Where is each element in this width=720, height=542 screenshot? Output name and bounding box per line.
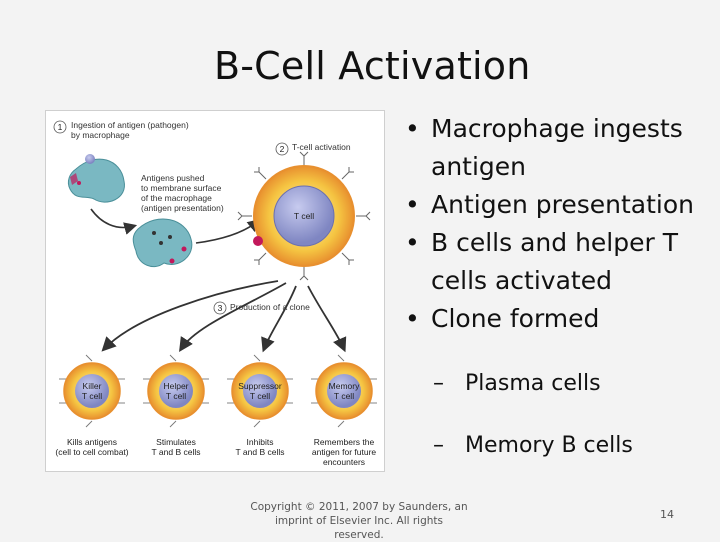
bullet-list: • Macrophage ingests antigen • Antigen pre… [405, 110, 715, 488]
macrophage-ingesting [67, 154, 125, 203]
sub-bullet-text: Plasma cells [465, 371, 601, 396]
step-1-marker [53, 120, 67, 134]
macrophage-presenting [132, 218, 193, 267]
antigens-label-line-1: Antigens pushed [141, 173, 205, 183]
arrow-to-presentation [90, 208, 138, 235]
step-3-number: 3 [218, 303, 223, 313]
sub-bullet-item: –Plasma cells [433, 364, 715, 404]
copyright-line-1: Copyright © 2011, 2007 by Saunders, an [250, 501, 468, 513]
bullet-item: • Clone formed [405, 300, 715, 338]
step-3-label: Production of a clone [230, 302, 310, 312]
bullet-item: • B cells and helper T cells activated [405, 224, 715, 300]
suppressor-desc-2: T and B cells [236, 447, 285, 457]
sub-bullet-dash: – [433, 433, 444, 458]
step-1-label-line-2: by macrophage [71, 130, 130, 140]
bullet-text: B cells and helper T cells activated [431, 228, 678, 295]
helper-name-1: Helper [163, 381, 188, 391]
bullet-item: • Macrophage ingests antigen [405, 110, 715, 186]
suppressor-desc-1: Inhibits [247, 437, 274, 447]
step-2-label: T-cell activation [292, 142, 351, 152]
helper-desc-1: Stimulates [156, 437, 196, 447]
sub-bullet-dash: – [433, 371, 444, 396]
page-number: 14 [660, 508, 674, 521]
memory-desc-3: encounters [323, 457, 365, 467]
suppressor-t-cell: Suppressor T cell Inhibits T and B cells [227, 354, 293, 457]
killer-desc-2: (cell to cell combat) [55, 447, 128, 457]
killer-name-1: Killer [83, 381, 102, 391]
arrow-to-t-cell [195, 218, 261, 244]
step-3-marker [213, 301, 227, 315]
antigens-label-line-2: to membrane surface [141, 183, 222, 193]
sub-bullet-item: –Memory B cells [433, 426, 715, 466]
bullet-dot: • [405, 114, 420, 143]
memory-name-1: Memory [329, 381, 360, 391]
clone-arrows [101, 280, 347, 353]
antigens-label-line-3: of the macrophage [141, 193, 212, 203]
t-cell-label: T cell [294, 211, 314, 221]
suppressor-name-2: T cell [250, 391, 270, 401]
killer-t-cell: Killer T cell Kills antigens (cell to ce… [55, 354, 129, 457]
sub-bullet-text: Memory B cells [465, 433, 633, 458]
t-cell-activation-figure: 1 Ingestion of antigen (pathogen) by mac… [45, 110, 385, 472]
helper-desc-2: T and B cells [152, 447, 201, 457]
antigens-label-line-4: (antigen presentation) [141, 203, 224, 213]
helper-name-2: T cell [166, 391, 186, 401]
copyright-notice: Copyright © 2011, 2007 by Saunders, an i… [250, 500, 468, 542]
step-2-number: 2 [280, 144, 285, 154]
killer-name-2: T cell [82, 391, 102, 401]
bullet-dot: • [405, 228, 420, 257]
central-t-cell: T cell [237, 151, 371, 281]
killer-desc-1: Kills antigens [67, 437, 117, 447]
figure-illustration: 1 Ingestion of antigen (pathogen) by mac… [53, 120, 377, 467]
bullet-dot: • [405, 304, 420, 333]
copyright-line-2: imprint of Elsevier Inc. All rights rese… [274, 515, 444, 541]
bullet-item: • Antigen presentation [405, 186, 715, 224]
memory-t-cell: Memory T cell Remembers the antigen for … [311, 354, 377, 467]
helper-t-cell: Helper T cell Stimulates T and B cells [143, 354, 209, 457]
bullet-text: Antigen presentation [431, 190, 694, 219]
step-2-marker [275, 142, 289, 156]
step-1-number: 1 [58, 122, 63, 132]
memory-desc-2: antigen for future [312, 447, 377, 457]
memory-name-2: T cell [334, 391, 354, 401]
bullet-text: Macrophage ingests antigen [431, 114, 683, 181]
slide-title: B-Cell Activation [214, 44, 531, 88]
suppressor-name-1: Suppressor [238, 381, 282, 391]
memory-desc-1: Remembers the [314, 437, 375, 447]
bullet-text: Clone formed [431, 304, 600, 333]
bullet-dot: • [405, 190, 420, 219]
step-1-label-line-1: Ingestion of antigen (pathogen) [71, 120, 189, 130]
